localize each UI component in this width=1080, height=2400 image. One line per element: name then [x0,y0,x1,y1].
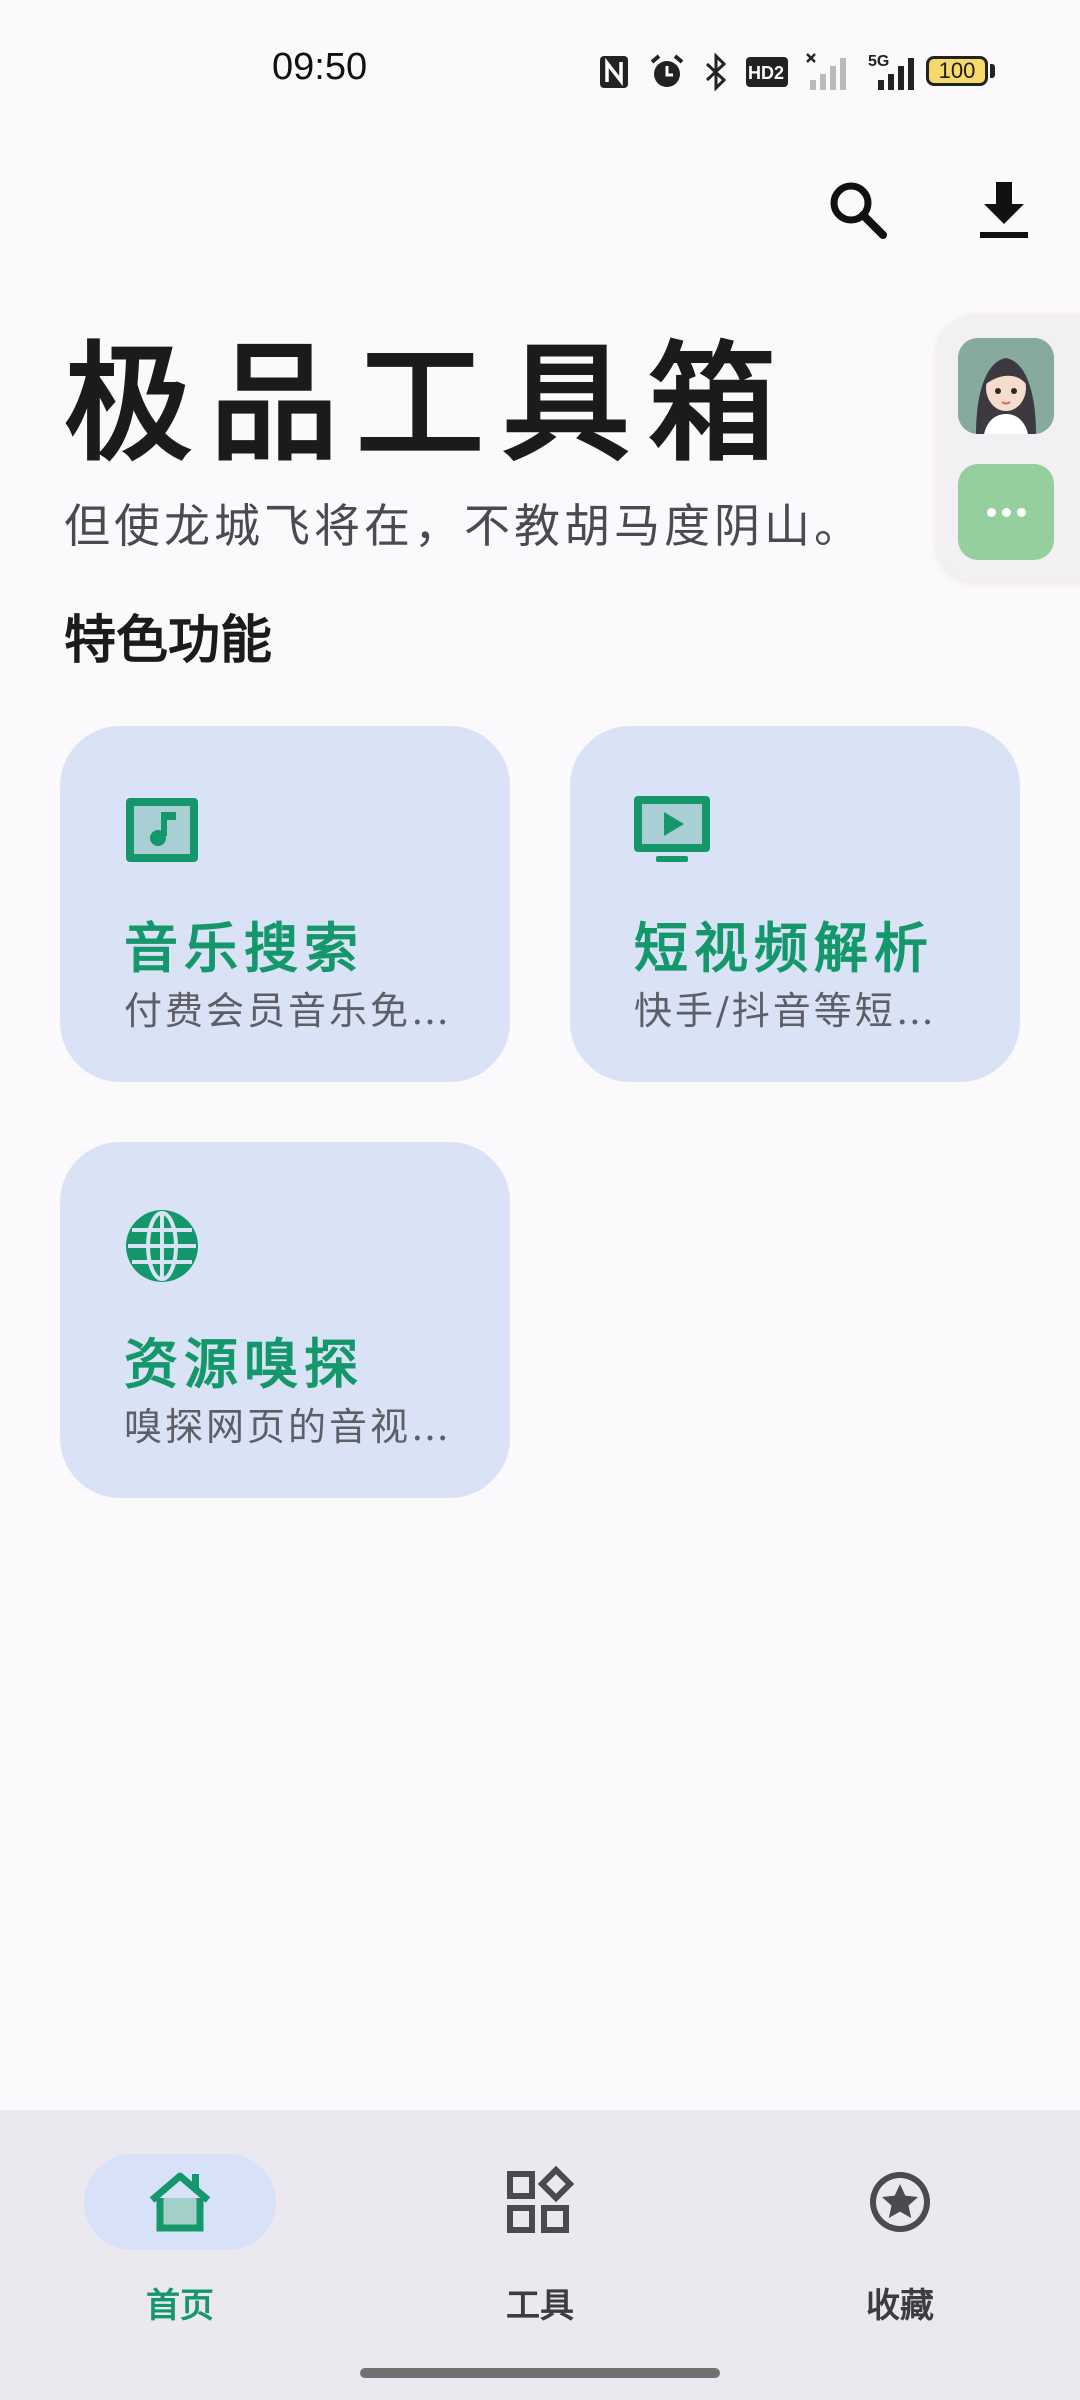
section-title: 特色功能 [64,610,273,671]
battery-level: 100 [938,58,976,83]
avatar[interactable] [958,338,1054,434]
feature-card-resource-sniff[interactable]: 资源嗅探 嗅探网页的音视频资源 [60,1142,510,1498]
status-time: 09:50 [272,46,368,88]
video-play-icon [634,796,710,862]
bluetooth-icon [704,52,728,92]
music-note-icon [126,798,198,862]
nav-item-home[interactable]: 首页 [0,2150,360,2330]
hd-icon: HD2 [746,52,788,92]
top-app-bar [780,160,1080,260]
signal-icon [806,52,850,92]
app-subtitle: 但使龙城飞将在，不教胡马度阴山。 [64,499,864,553]
battery-indicator: 100 [926,56,988,86]
widgets-icon [507,2165,575,2233]
svg-text:5G: 5G [868,53,889,70]
feature-card-music-search[interactable]: 音乐搜索 付费会员音乐免费下载 [60,726,510,1082]
nav-label: 收藏 [866,2286,934,2326]
home-icon [149,2172,211,2232]
battery-tip [990,64,995,78]
status-bar: 09:50 HD2 5G 100 [0,0,1080,140]
download-button[interactable] [956,162,1052,258]
svg-text:HD2: HD2 [748,63,784,83]
globe-icon [126,1210,198,1282]
feature-title: 资源嗅探 [124,1332,364,1396]
nav-label: 首页 [146,2286,214,2326]
bottom-navigation: 首页 工具 收藏 [0,2110,1080,2400]
nav-label: 工具 [506,2286,574,2326]
feature-card-video-parse[interactable]: 短视频解析 快手/抖音等短视频去水印 [570,726,1020,1082]
more-dot [1001,507,1011,517]
feature-description: 付费会员音乐免费下载 [124,989,454,1033]
more-dot [1016,507,1026,517]
feature-title: 短视频解析 [634,916,934,980]
more-button[interactable] [958,464,1054,560]
feature-description: 快手/抖音等短视频去水印 [634,989,964,1033]
status-icons: HD2 5G [598,50,920,94]
home-gesture-bar[interactable] [360,2368,720,2378]
5g-signal-icon: 5G [868,52,920,92]
download-icon [980,182,1028,238]
nfc-icon [598,52,630,92]
star-icon [870,2172,930,2232]
nav-item-favorites[interactable]: 收藏 [720,2150,1080,2330]
more-dots-icon [986,507,996,517]
feature-title: 音乐搜索 [124,916,364,980]
app-title: 极品工具箱 [64,329,795,479]
search-button[interactable] [810,162,906,258]
alarm-icon [648,52,686,92]
feature-description: 嗅探网页的音视频资源 [124,1405,454,1449]
search-icon [830,182,887,239]
nav-item-tools[interactable]: 工具 [360,2150,720,2330]
